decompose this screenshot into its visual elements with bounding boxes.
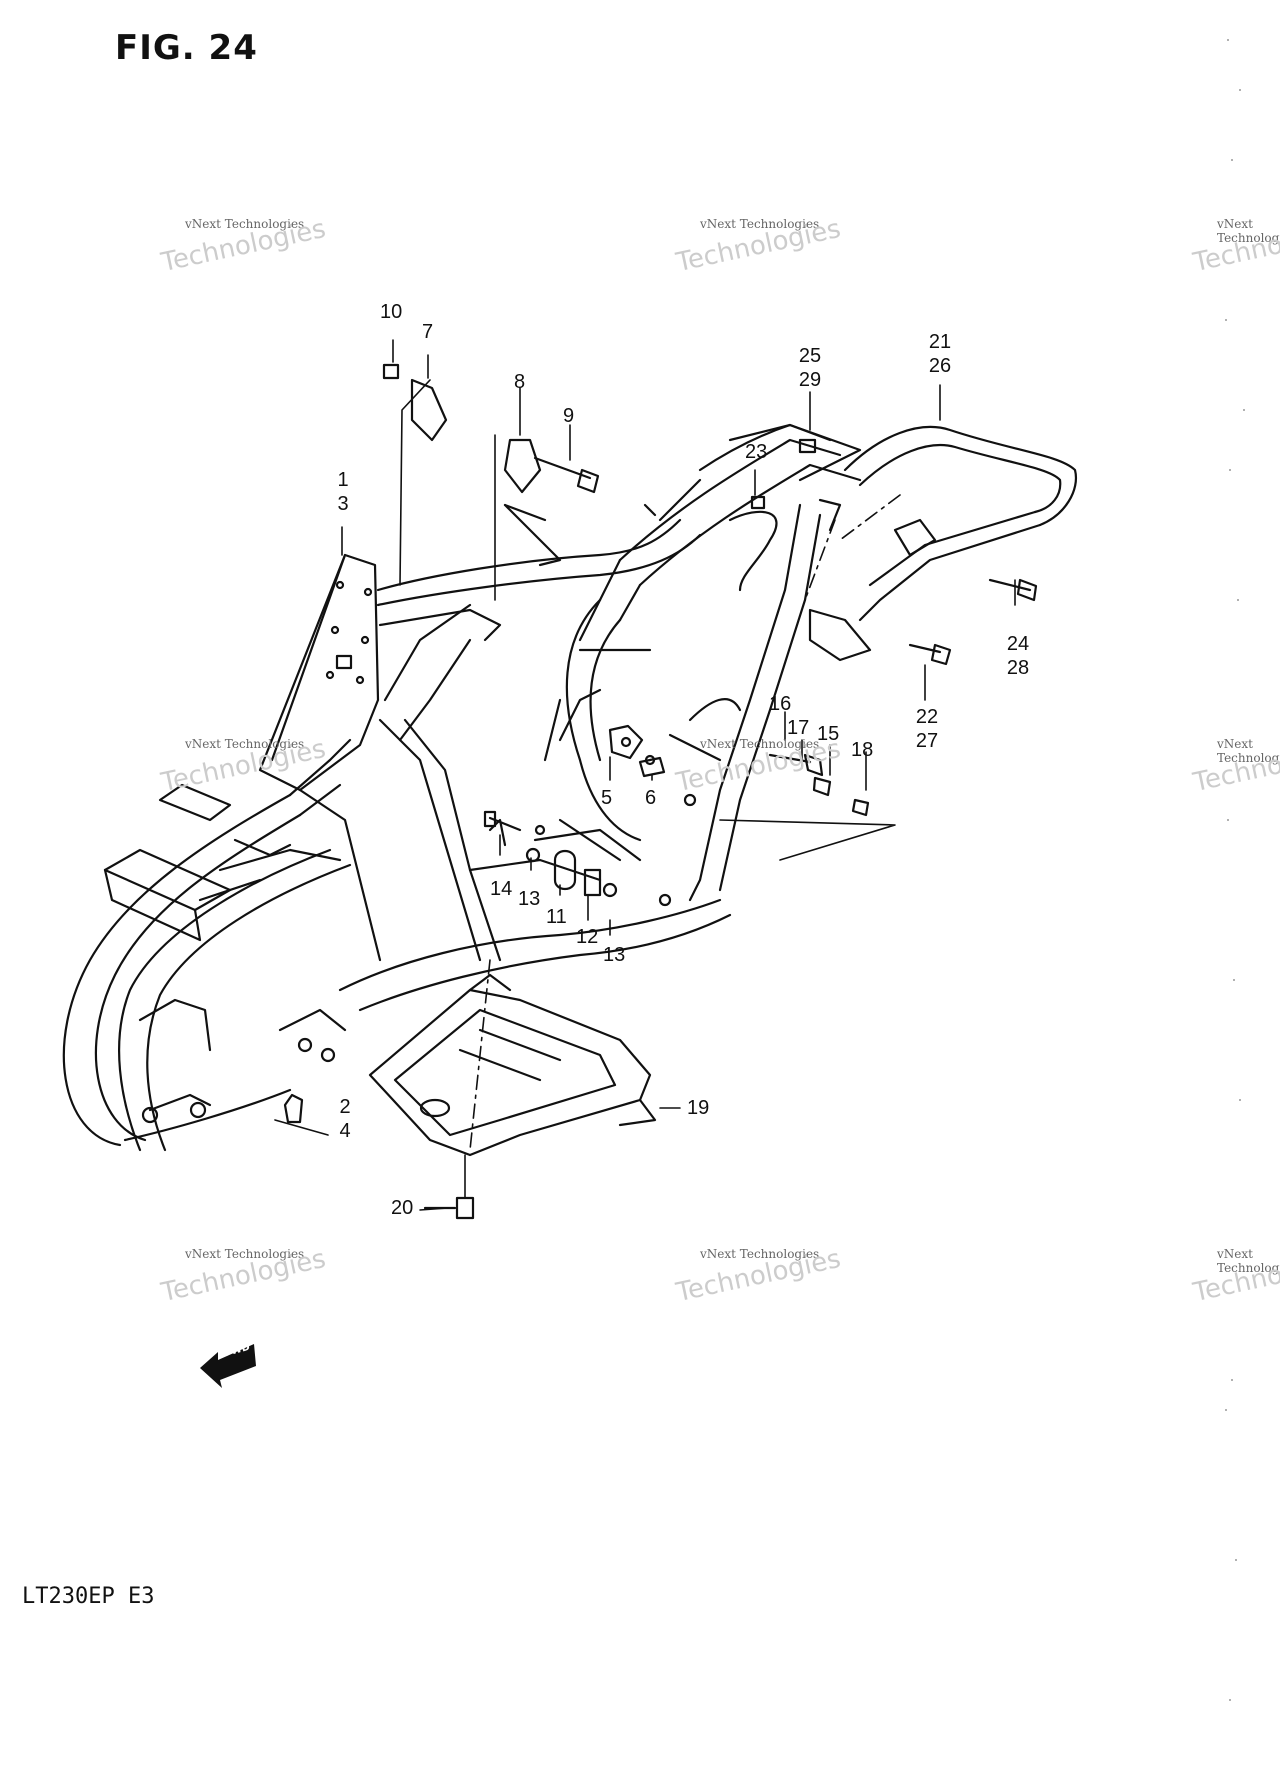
callout-12: 12	[576, 926, 599, 948]
callout-15: 15	[817, 723, 840, 745]
callout-23: 23	[745, 441, 768, 463]
front-plate	[258, 553, 380, 792]
leader-lines	[274, 339, 1016, 1211]
callout-25-29: 25 29	[798, 345, 822, 391]
callout-16: 16	[769, 693, 792, 715]
callout-20: 20	[391, 1197, 414, 1219]
rear-vertical-tubes	[558, 503, 822, 902]
callout-19: 19	[687, 1097, 710, 1119]
hardware-drawing	[283, 363, 1038, 1220]
model-code: LT230EP E3	[22, 1584, 155, 1609]
callout-14: 14	[490, 878, 513, 900]
callout-11: 11	[546, 906, 567, 928]
figure-title: FIG. 24	[115, 28, 258, 68]
callout-5: 5	[601, 787, 613, 809]
callout-18: 18	[851, 739, 874, 761]
callout-2-4: 2 4	[339, 1096, 351, 1142]
callout-7: 7	[422, 321, 434, 343]
callout-24-28: 24 28	[1006, 633, 1030, 679]
front-loop-tubes	[62, 738, 352, 1152]
callout-17: 17	[787, 717, 810, 739]
lower-frame-tubes	[198, 718, 732, 1012]
front-brackets	[103, 783, 347, 1124]
callout-10: 10	[380, 301, 403, 323]
callout-13b: 13	[603, 944, 626, 966]
callout-21-26: 21 26	[928, 331, 952, 377]
fwd-arrow-icon	[200, 1344, 256, 1388]
rear-grab-bar-drawing	[808, 425, 1078, 662]
top-tubes	[376, 503, 702, 742]
callout-9: 9	[563, 405, 575, 427]
engine-mounts	[488, 688, 697, 907]
callout-13a: 13	[518, 888, 541, 910]
callout-6: 6	[645, 787, 657, 809]
scan-edge-noise	[1225, 39, 1245, 1701]
skid-plate-drawing	[368, 973, 657, 1157]
callout-1-3: 1 3	[337, 469, 349, 515]
callout-22-27: 22 27	[915, 706, 939, 752]
callout-8: 8	[514, 371, 526, 393]
